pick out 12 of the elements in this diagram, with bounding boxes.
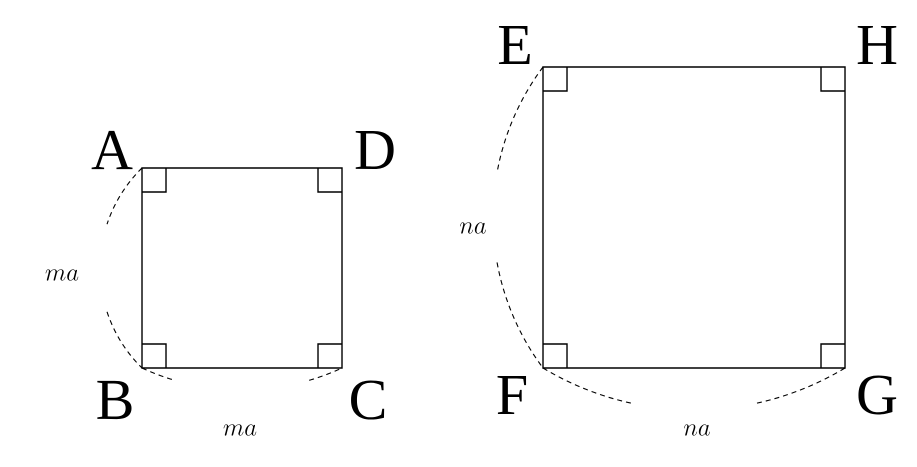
vertex-label: F [498, 376, 526, 414]
vertex-label: E [498, 26, 530, 64]
vertex-label: C [351, 380, 384, 420]
vertex-label: B [97, 380, 132, 420]
dimension-label: $ma$ [224, 424, 256, 436]
dimension-label: $na$ [460, 222, 486, 234]
dimension-label: $na$ [684, 424, 710, 436]
vertex-label: G [858, 376, 896, 414]
dimension-label: $ma$ [46, 269, 78, 281]
vertex-label: H [858, 26, 896, 64]
vertex-label: A [92, 130, 133, 170]
vertex-label: D [356, 130, 394, 170]
